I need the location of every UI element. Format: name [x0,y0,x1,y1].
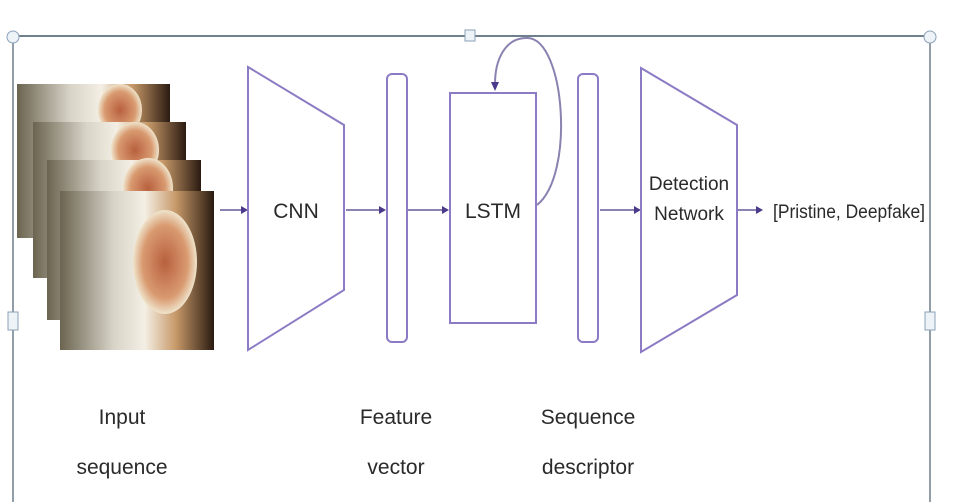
resize-handle-right[interactable] [924,311,936,331]
feature-vector-block [386,73,408,343]
resize-handle-top[interactable] [464,29,476,42]
sequence-descriptor-block [577,73,599,343]
lstm-block [449,92,537,324]
resize-handle-top-right[interactable] [923,30,937,44]
cnn-block [247,65,345,352]
detection-label-line1: Detection [649,174,729,195]
feature-label-line2: vector [367,456,424,479]
resize-handle-top-left[interactable] [6,30,20,44]
arrow-head [634,206,641,214]
output-label: [Pristine, Deepfake] [773,202,925,223]
resize-handle-left[interactable] [7,311,19,331]
arrow-head [442,206,449,214]
feature-label-line1: Feature [360,406,432,429]
arrow-head [756,206,763,214]
cnn-label: CNN [273,200,319,223]
detection-label-line2: Network [654,204,724,225]
sequence-label-line2: descriptor [542,456,634,479]
lstm-recurrent-loop-arrow [494,36,562,206]
selection-frame[interactable] [6,29,937,502]
lstm-label: LSTM [465,200,521,223]
video-frame-image [60,191,214,350]
arrow-head [241,206,248,214]
arrow-head [491,82,499,91]
arrow-head [379,206,386,214]
input-label-line1: Input [99,406,146,429]
input-label-line2: sequence [76,456,167,479]
detection-network-block [640,66,738,354]
input-sequence-frames [17,84,214,350]
arrows [220,36,763,214]
sequence-label-line1: Sequence [541,406,636,429]
